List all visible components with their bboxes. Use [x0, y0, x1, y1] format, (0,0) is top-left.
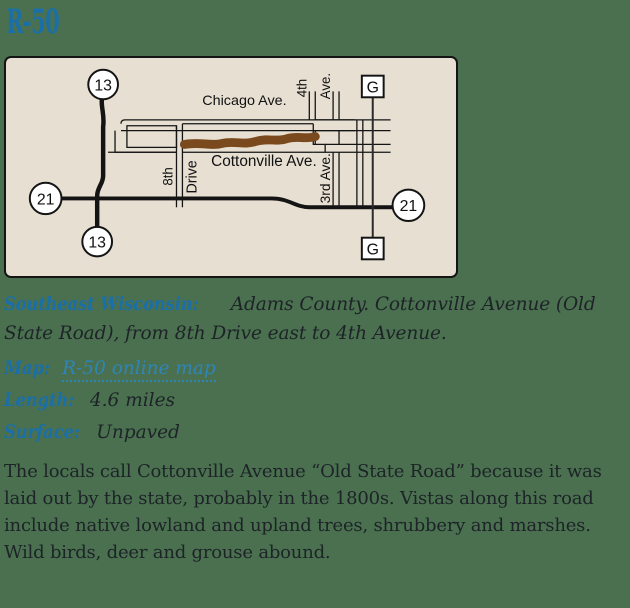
- online-map-link[interactable]: R-50 online map: [62, 358, 216, 382]
- street-label-drive: Drive: [184, 160, 200, 193]
- field-surface: Surface: Unpaved: [4, 418, 604, 448]
- marker-13-top: 13: [87, 68, 119, 101]
- route-info: Southeast Wisconsin: Adams County. Cotto…: [4, 290, 604, 450]
- street-label-8th: 8th: [160, 167, 175, 185]
- field-map: Map: R-50 online map: [4, 354, 604, 384]
- marker-21-right: 21: [391, 188, 426, 222]
- street-label-3rd-ave: 3rd Ave.: [317, 153, 333, 203]
- svg-text:13: 13: [94, 77, 112, 94]
- street-label-4th: 4th: [294, 79, 309, 97]
- region-text: Adams County. Cottonville Avenue (Old St…: [4, 294, 596, 344]
- highlighted-route-line: [179, 132, 320, 149]
- svg-text:G: G: [367, 79, 379, 96]
- marker-13-bottom: 13: [81, 225, 114, 258]
- marker-g-bottom: G: [360, 236, 385, 261]
- street-label-chicago-ave: Chicago Ave.: [202, 93, 286, 109]
- route-map[interactable]: 13 13 21 21 G G Chicago: [4, 56, 458, 278]
- svg-text:21: 21: [37, 191, 55, 208]
- field-length-value: 4.6 miles: [89, 390, 176, 411]
- region-description: Southeast Wisconsin: Adams County. Cotto…: [4, 290, 604, 348]
- highway-21-line: [53, 196, 407, 210]
- marker-21-left: 21: [28, 181, 63, 216]
- svg-text:21: 21: [400, 198, 418, 215]
- marker-g-top: G: [360, 74, 385, 99]
- svg-text:13: 13: [88, 235, 106, 252]
- region-label: Southeast Wisconsin:: [4, 294, 199, 315]
- map-graphic: 13 13 21 21 G G Chicago: [28, 68, 426, 261]
- field-surface-label: Surface:: [4, 422, 81, 443]
- field-map-label: Map:: [4, 358, 50, 379]
- svg-text:G: G: [367, 241, 379, 258]
- page-title: R-50: [6, 2, 60, 42]
- field-length-label: Length:: [4, 390, 75, 411]
- field-surface-value: Unpaved: [96, 422, 180, 443]
- field-length: Length: 4.6 miles: [4, 386, 604, 416]
- route-body-text: The locals call Cottonville Avenue “Old …: [4, 461, 602, 563]
- highway-13-line: [94, 90, 106, 230]
- street-label-cottonville-ave: Cottonville Ave.: [211, 153, 317, 170]
- street-label-ave: Ave.: [318, 73, 333, 99]
